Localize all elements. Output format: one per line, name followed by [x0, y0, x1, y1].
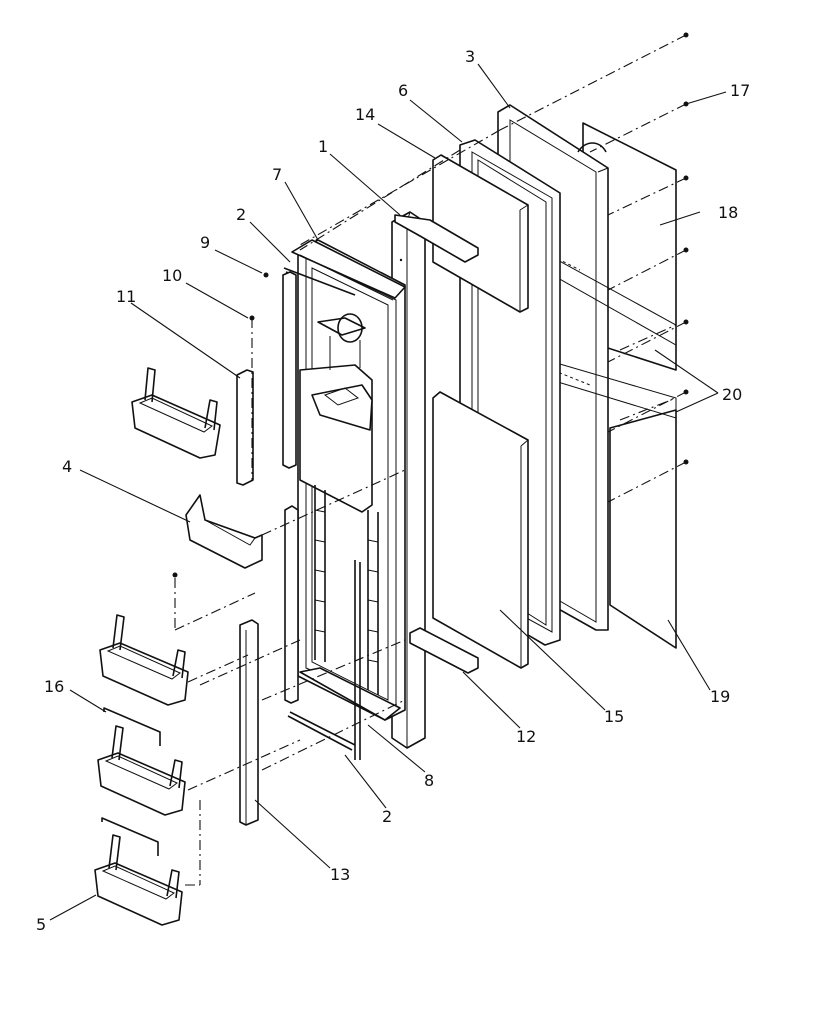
part-12-bottom-trim — [409, 627, 479, 674]
bin-part-16 — [97, 707, 186, 816]
part-19-lower-panel — [609, 409, 677, 649]
part-2-rod-lower — [287, 711, 356, 751]
screw-19 — [683, 459, 689, 465]
callout-16: 16 — [44, 677, 64, 696]
alignment-lines — [174, 34, 687, 886]
callout-12: 12 — [516, 727, 536, 746]
callout-20: 20 — [722, 385, 742, 404]
callout-14: 14 — [355, 105, 375, 124]
leader-lines — [49, 63, 727, 921]
bin-upper-left — [131, 367, 221, 459]
screw-10 — [249, 315, 255, 321]
bin-part-4 — [185, 494, 263, 569]
callout-8: 8 — [424, 771, 434, 790]
callout-18: 18 — [718, 203, 738, 222]
screw-20-a — [683, 319, 689, 325]
part-8-vertical-rod — [354, 560, 361, 760]
frame-rails — [314, 485, 379, 695]
frame-side-strip — [282, 271, 299, 704]
callout-11: 11 — [116, 287, 136, 306]
screw-17-a — [683, 32, 689, 38]
callout-2-upper: 2 — [236, 205, 246, 224]
callout-2-lower: 2 — [382, 807, 392, 826]
callout-7: 7 — [272, 165, 282, 184]
bin-middle-left — [99, 614, 189, 706]
part-11-trim-strip — [236, 369, 254, 486]
screw-9 — [263, 272, 269, 278]
callout-19: 19 — [710, 687, 730, 706]
callout-1: 1 — [318, 137, 328, 156]
bin-part-5 — [94, 817, 183, 926]
callout-10: 10 — [162, 266, 182, 285]
part-14-upper-inner-panel — [432, 154, 529, 313]
callout-4: 4 — [62, 457, 72, 476]
screw-20-b — [683, 389, 689, 395]
part-15-lower-inner-panel — [432, 391, 529, 669]
callout-17: 17 — [730, 81, 750, 100]
part-13-long-trim — [239, 619, 259, 826]
callouts: 3 6 14 1 7 2 9 10 11 4 16 5 13 2 8 12 15… — [36, 47, 750, 934]
callout-9: 9 — [200, 233, 210, 252]
screw-18-b — [683, 247, 689, 253]
screws — [172, 32, 689, 578]
callout-3: 3 — [465, 47, 475, 66]
screw-loose — [172, 572, 178, 578]
callout-5: 5 — [36, 915, 46, 934]
callout-15: 15 — [604, 707, 624, 726]
screw-18-a — [683, 175, 689, 181]
part-7-door-frame — [291, 239, 406, 721]
callout-6: 6 — [398, 81, 408, 100]
callout-13: 13 — [330, 865, 350, 884]
